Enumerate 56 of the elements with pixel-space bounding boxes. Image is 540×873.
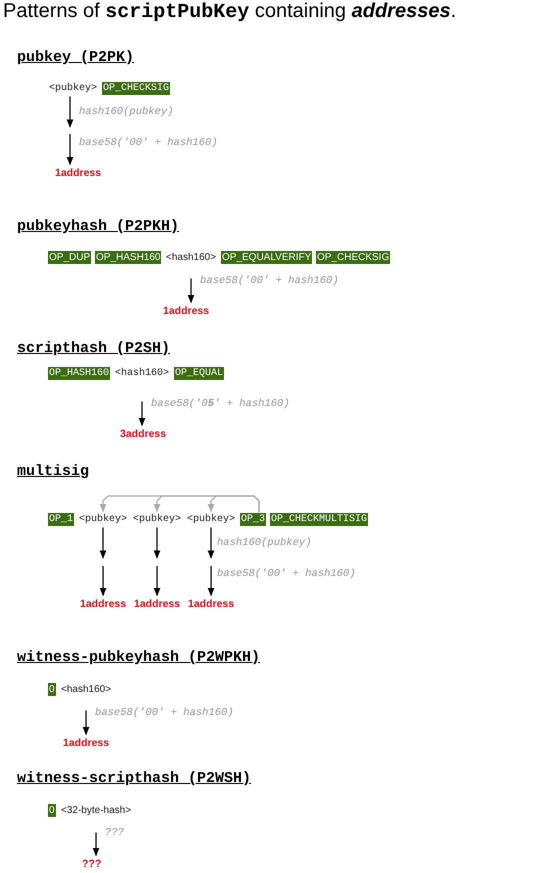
arrow [100,566,106,596]
section-heading: witness-scripthash (P2WSH) [17,770,252,787]
arrow [154,528,160,559]
edge-label: base58('00' + hash160) [79,136,218,150]
address-text: 1address [54,166,102,180]
opcode-tag: OP_HASH160 [48,366,110,380]
address-text: 3address [119,428,168,440]
script-token: <pubkey> [132,512,182,526]
opcode-tag: OP_EQUAL [174,366,224,380]
bracket-arrow [208,495,260,512]
arrow [138,402,146,426]
opcode-tag: OP_CHECKMULTISIG [270,512,368,526]
arrow [66,134,74,166]
opcode-tag: OP_CHECKSIG [316,250,390,264]
address-text: 1address [187,598,236,610]
script-token: <32-byte-hash> [60,804,132,816]
opcode-tag: 0 [48,682,56,696]
address-text: 1address [133,598,182,610]
script-token: <pubkey> [48,82,98,94]
arrow [154,566,160,596]
script-token: <hash160> [60,682,112,696]
edge-label: hash160(pubkey) [79,106,174,118]
script-token: <hash160> [165,250,218,264]
opcode-tag: OP_1 [48,512,74,526]
arrow [188,278,194,304]
opcode-tag: OP_3 [240,512,266,526]
arrow [66,96,74,128]
edge-label: hash160(pubkey) [217,536,312,550]
opcode-tag: OP_DUP [48,250,92,264]
arrow [208,528,214,559]
opcode-tag: OP_EQUALVERIFY [221,250,312,264]
opcode-tag: OP_HASH160 [95,250,162,264]
arrow [82,710,90,736]
edge-label: base58('05' + hash160) [151,398,290,410]
opcode-tag: OP_CHECKSIG [102,82,170,94]
section-heading: pubkeyhash (P2PKH) [17,218,180,235]
edge-label: base58('00' + hash160) [217,568,356,580]
section-heading: pubkey (P2PK) [17,49,134,66]
edge-label: base58('00' + hash160) [95,706,234,720]
arrow [208,566,214,596]
edge-label: ??? [105,826,124,840]
title: Patterns of scriptPubKey containing addresses. [3,0,456,24]
arrow [100,528,106,559]
script-token: <pubkey> [186,512,236,526]
script-token: <pubkey> [78,512,128,526]
address-text: 1address [62,736,110,750]
arrow [92,832,100,856]
script-token: <hash160> [114,366,170,380]
address-text: 1address [79,598,128,610]
address-text: 1address [162,304,210,318]
edge-label: base58('00' + hash160) [200,274,339,288]
section-heading: scripthash (P2SH) [17,340,170,357]
section-heading: multisig [17,463,90,480]
opcode-tag: 0 [48,804,56,816]
address-text: ??? [81,858,102,870]
section-heading: witness-pubkeyhash (P2WPKH) [17,649,260,666]
